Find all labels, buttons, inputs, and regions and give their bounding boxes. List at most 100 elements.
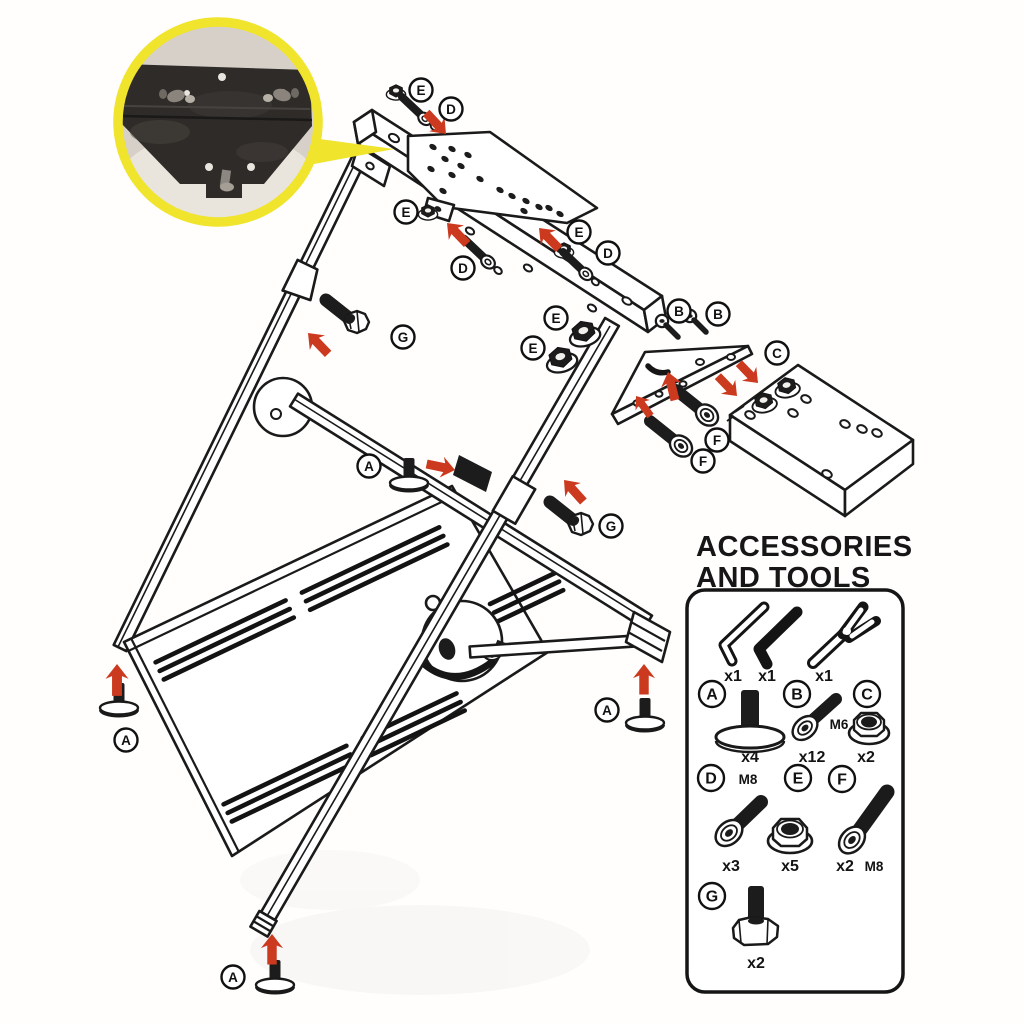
callout-letter: D xyxy=(446,102,456,117)
callout-letter: F xyxy=(713,433,721,448)
callout: F xyxy=(690,448,716,474)
callout: D xyxy=(450,255,476,281)
wheel-plate-holes xyxy=(427,143,564,218)
callout-labels: E D E D E D G A E E B B C F F G A A A xyxy=(113,77,790,990)
crossing-collar xyxy=(491,474,537,526)
callout: E xyxy=(543,305,569,331)
bolt-f-icon xyxy=(676,390,722,430)
bottom-leg-cap xyxy=(249,909,278,938)
size-label-m8: M8 xyxy=(739,772,758,787)
callout: D xyxy=(438,96,464,122)
callout-letter: E xyxy=(574,225,583,240)
callout-letter: E xyxy=(528,341,537,356)
part-letter: B xyxy=(791,687,803,704)
arrow-icon xyxy=(632,664,656,695)
part-e-nut-icon xyxy=(766,817,814,855)
part-qty: x12 xyxy=(799,749,826,766)
arrow-icon xyxy=(300,325,336,362)
allen-key-large-icon xyxy=(753,606,803,670)
deck-slots xyxy=(153,524,566,824)
callout: G xyxy=(390,324,416,350)
part-d-bolt-icon xyxy=(714,795,768,848)
wheel-mount-plate xyxy=(406,130,599,225)
callout: A xyxy=(113,727,139,753)
panel-title-line1: ACCESSORIES xyxy=(696,531,913,563)
callout-letter: B xyxy=(674,304,684,319)
part-qty: x5 xyxy=(781,858,799,875)
knob-g-icon xyxy=(326,300,369,333)
panel-callout-a: A xyxy=(697,679,727,709)
callout-letter: D xyxy=(603,246,613,261)
wrench-icon xyxy=(807,601,881,669)
tool-qty: x1 xyxy=(758,668,776,685)
arm-shadow-wedge xyxy=(453,455,492,492)
part-letter: D xyxy=(705,771,717,788)
callout: A xyxy=(594,697,620,723)
photo-screw-bottom xyxy=(219,169,234,192)
callout-letter: B xyxy=(713,307,723,322)
part-qty: x4 xyxy=(741,749,759,766)
callout: B xyxy=(666,298,692,324)
callout-letter: A xyxy=(228,970,238,985)
bubble-pointer xyxy=(312,138,394,164)
size-label-m8-f: M8 xyxy=(865,859,884,874)
part-c-nut-icon xyxy=(847,711,891,746)
support-arm xyxy=(288,392,654,630)
photo-screw-left xyxy=(159,89,195,103)
panel-callout-e: E xyxy=(783,763,813,793)
panel-callout-d: D xyxy=(696,763,726,793)
tool-qty: x1 xyxy=(815,668,833,685)
part-qty: x3 xyxy=(722,858,740,875)
callout: F xyxy=(704,427,730,453)
callout-letter: A xyxy=(364,459,374,474)
panel-callout-f: F xyxy=(827,764,857,794)
paper-shading xyxy=(240,850,590,995)
arrow-icon xyxy=(105,664,129,696)
part-qty: x2 xyxy=(747,955,765,972)
bolt-f-icon xyxy=(650,421,696,461)
detail-photo-bubble xyxy=(113,17,394,227)
part-letter: G xyxy=(706,889,718,906)
callout-letter: D xyxy=(458,261,468,276)
foot-a-icon xyxy=(624,696,666,733)
callout-letter: F xyxy=(699,454,707,469)
callout: G xyxy=(598,513,624,539)
size-label-m6: M6 xyxy=(830,717,849,732)
callout: B xyxy=(705,301,731,327)
callout-letter: E xyxy=(551,311,560,326)
callout-letter: E xyxy=(416,83,425,98)
callout: D xyxy=(595,240,621,266)
panel-callout-c: C xyxy=(852,679,882,709)
callout-letter: A xyxy=(121,733,131,748)
panel-callout-g: G xyxy=(697,881,727,911)
callout: C xyxy=(764,340,790,366)
callout-letter: G xyxy=(606,519,617,534)
pedal-deck xyxy=(122,484,566,858)
part-g-knob-icon xyxy=(731,886,780,947)
pedal-mount-plate xyxy=(726,363,915,518)
callout: E xyxy=(408,77,434,103)
part-b-bolt-icon xyxy=(791,693,842,742)
rail-end-cap xyxy=(624,610,672,664)
callout: E xyxy=(393,199,419,225)
part-qty: x2 xyxy=(857,749,875,766)
callout-letter: C xyxy=(772,346,782,361)
allen-key-small-icon xyxy=(718,601,770,667)
photo-screw-right xyxy=(263,88,299,102)
callout: A xyxy=(220,964,246,990)
callout-letter: G xyxy=(398,330,409,345)
part-a-foot-icon xyxy=(714,690,786,754)
tool-qty: x1 xyxy=(724,668,742,685)
accessories-panel: ACCESSORIES AND TOOLS x1 x1 x1 A xyxy=(685,531,913,994)
part-f-bolt-icon xyxy=(837,784,895,855)
part-qty: x2 xyxy=(836,858,854,875)
bubble-ring xyxy=(113,17,323,227)
part-letter: A xyxy=(706,687,718,704)
part-letter: F xyxy=(837,772,847,789)
callout: E xyxy=(520,335,546,361)
callout: E xyxy=(566,219,592,245)
stand-frame xyxy=(112,108,915,938)
part-letter: E xyxy=(793,771,804,788)
